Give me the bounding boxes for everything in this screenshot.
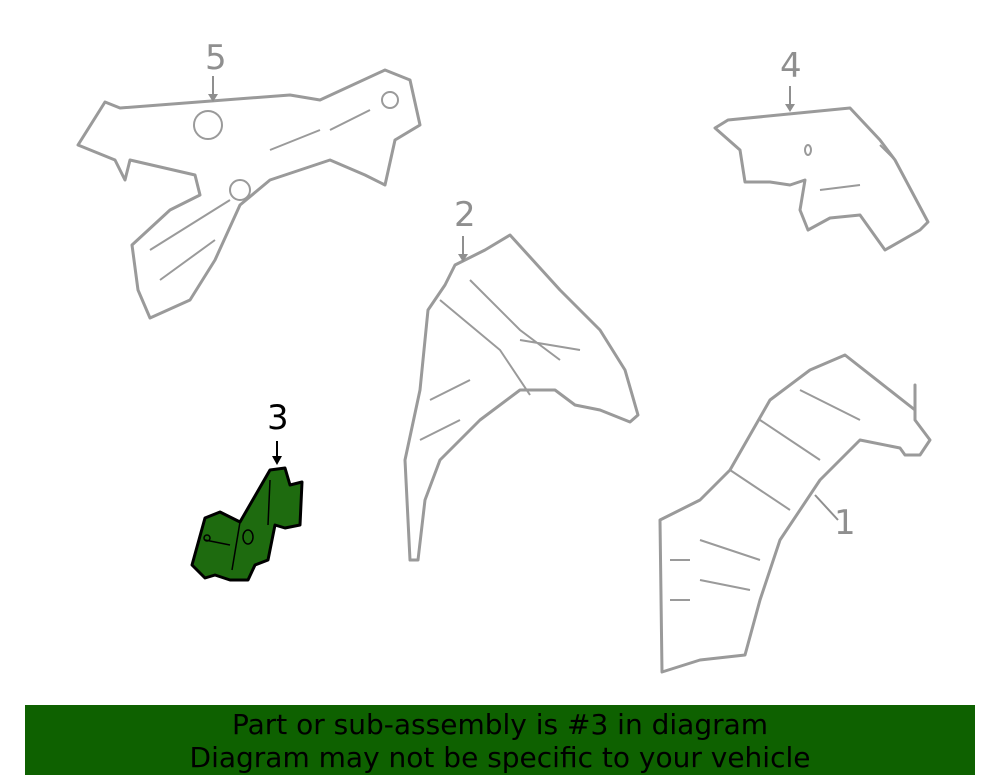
callout-5: 5 xyxy=(205,38,227,78)
callout-2: 2 xyxy=(454,195,476,235)
part-2[interactable] xyxy=(403,233,640,562)
banner-line-1: Part or sub-assembly is #3 in diagram xyxy=(231,708,769,741)
banner-line-2: Diagram may not be specific to your vehi… xyxy=(189,741,811,774)
info-banner: Part or sub-assembly is #3 in diagram Di… xyxy=(25,705,975,775)
callout-3: 3 xyxy=(267,398,289,438)
part-3-highlighted[interactable] xyxy=(190,441,304,582)
callout-4: 4 xyxy=(780,46,802,86)
part-1[interactable] xyxy=(658,353,932,674)
callout-1: 1 xyxy=(834,503,856,543)
part-5[interactable] xyxy=(76,68,422,320)
part-4[interactable] xyxy=(713,86,930,252)
